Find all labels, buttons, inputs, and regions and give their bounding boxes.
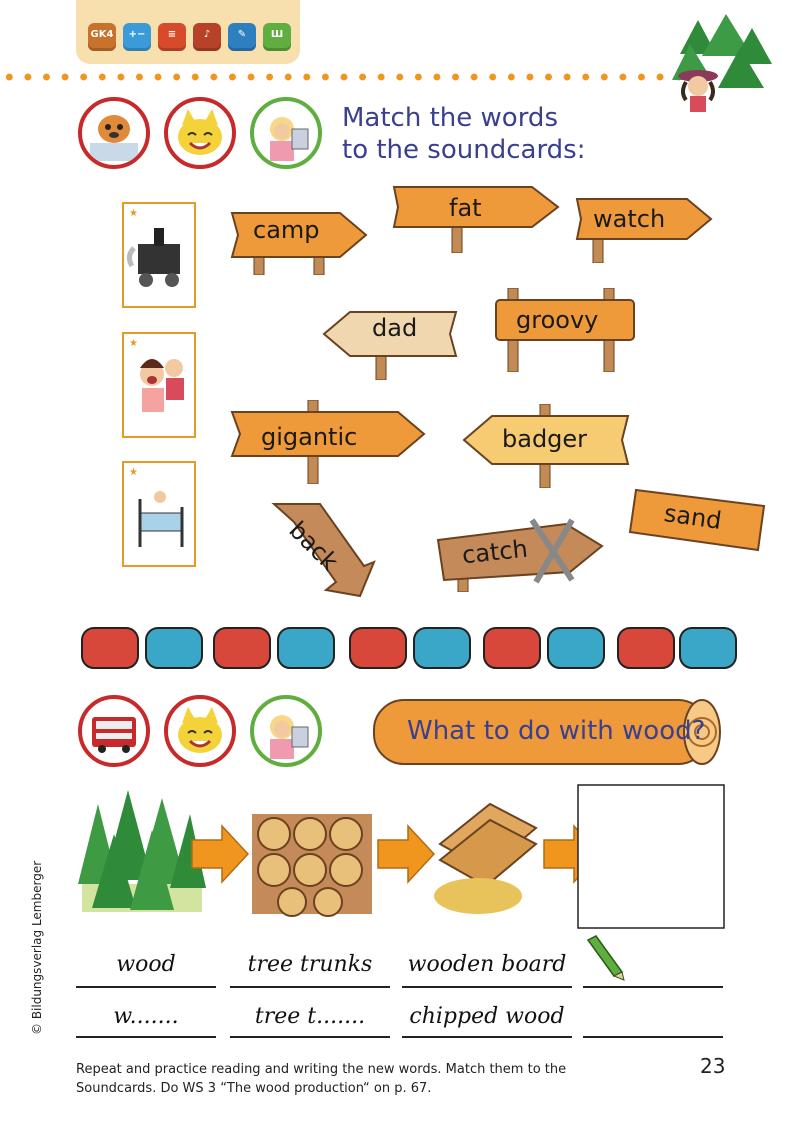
svg-text:★: ★ bbox=[129, 208, 138, 219]
sign-gigantic-graphic bbox=[230, 400, 426, 484]
girl-reading-icon bbox=[250, 97, 322, 169]
word-tree-trunks: tree trunks bbox=[247, 952, 373, 977]
pencil-icon[interactable]: ✎ bbox=[228, 23, 256, 51]
cat-smile-icon-2 bbox=[164, 695, 236, 767]
write-line bbox=[402, 1036, 572, 1038]
gk4-icon[interactable]: GK4 bbox=[88, 23, 116, 51]
sign-sand-graphic bbox=[628, 488, 766, 552]
write-line-blank[interactable] bbox=[583, 1036, 723, 1038]
word-watch[interactable]: watch bbox=[593, 205, 666, 233]
backpack-icon-group bbox=[81, 627, 203, 669]
dotted-divider bbox=[0, 72, 680, 82]
pencil-icon-green bbox=[586, 935, 625, 981]
word-chipped-wood: chipped wood bbox=[409, 1004, 565, 1029]
plus-minus-icon[interactable]: +− bbox=[123, 23, 151, 51]
backpack-divider-row bbox=[81, 627, 737, 669]
bus-soundcard-icon bbox=[78, 695, 150, 767]
list-icon[interactable]: ≡ bbox=[158, 23, 186, 51]
sign-catch-graphic bbox=[436, 518, 604, 592]
sign-dad-graphic bbox=[322, 311, 458, 380]
sign-back-graphic bbox=[271, 503, 376, 598]
sign-fat-graphic bbox=[392, 186, 560, 253]
tree-trunks-illustration bbox=[252, 814, 372, 917]
soundcard-girls[interactable]: ★ bbox=[122, 332, 196, 438]
word-fat[interactable]: fat bbox=[449, 194, 482, 222]
write-line-blank[interactable] bbox=[583, 986, 723, 988]
word-wooden-board: wooden board bbox=[407, 952, 567, 977]
comb-icon[interactable]: Ш bbox=[263, 23, 291, 51]
dog-soundcard-icon bbox=[78, 97, 150, 169]
wooden-boards-illustration bbox=[434, 802, 538, 914]
word-camp[interactable]: camp bbox=[253, 216, 320, 244]
arrow-right-icon bbox=[191, 824, 250, 884]
write-line bbox=[76, 986, 216, 988]
empty-drawing-box bbox=[577, 784, 725, 929]
wood-sequence-illustration bbox=[78, 784, 725, 929]
word-gigantic[interactable]: gigantic bbox=[261, 423, 358, 451]
sign-camp-graphic bbox=[230, 212, 368, 275]
log-banner-graphic bbox=[373, 699, 721, 765]
soundcard-bed[interactable]: ★ bbox=[122, 461, 196, 567]
write-line bbox=[230, 1036, 390, 1038]
heading-line-2: to the soundcards: bbox=[342, 135, 586, 165]
write-line bbox=[402, 986, 572, 988]
footer-instructions: Repeat and practice reading and writing … bbox=[76, 1062, 567, 1096]
write-line bbox=[230, 986, 390, 988]
toolbar: GK4 +− ≡ ♪ ✎ Ш bbox=[76, 0, 300, 64]
word-dad[interactable]: dad bbox=[372, 314, 418, 342]
heading-line-1: Match the words bbox=[342, 103, 558, 133]
exercise2-heading: What to do with wood? bbox=[407, 716, 706, 746]
svg-text:★: ★ bbox=[129, 467, 138, 478]
word-groovy[interactable]: groovy bbox=[516, 306, 599, 334]
page-number: 23 bbox=[700, 1054, 726, 1078]
write-line bbox=[76, 1036, 216, 1038]
word-w-blank: w....... bbox=[113, 1004, 179, 1029]
copyright-note: © Bildungsverlag Lemberger bbox=[30, 860, 44, 1035]
mascot-girl-illustration bbox=[672, 14, 772, 112]
word-badger[interactable]: badger bbox=[502, 425, 588, 453]
forest-illustration bbox=[78, 790, 206, 912]
music-icon[interactable]: ♪ bbox=[193, 23, 221, 51]
arrow-right-icon-2 bbox=[377, 824, 436, 884]
cat-smile-icon bbox=[164, 97, 236, 169]
soundcard-train[interactable]: ★ bbox=[122, 202, 196, 308]
word-wood: wood bbox=[116, 952, 176, 977]
exercise1-heading: Match the words to the soundcards: bbox=[342, 102, 585, 166]
girl-reading-icon-2 bbox=[250, 695, 322, 767]
svg-text:★: ★ bbox=[129, 338, 138, 349]
word-tree-t-blank: tree t....... bbox=[254, 1004, 366, 1029]
sign-badger-graphic bbox=[462, 404, 630, 488]
sign-groovy-graphic bbox=[495, 288, 635, 372]
sign-watch-graphic bbox=[575, 198, 713, 263]
